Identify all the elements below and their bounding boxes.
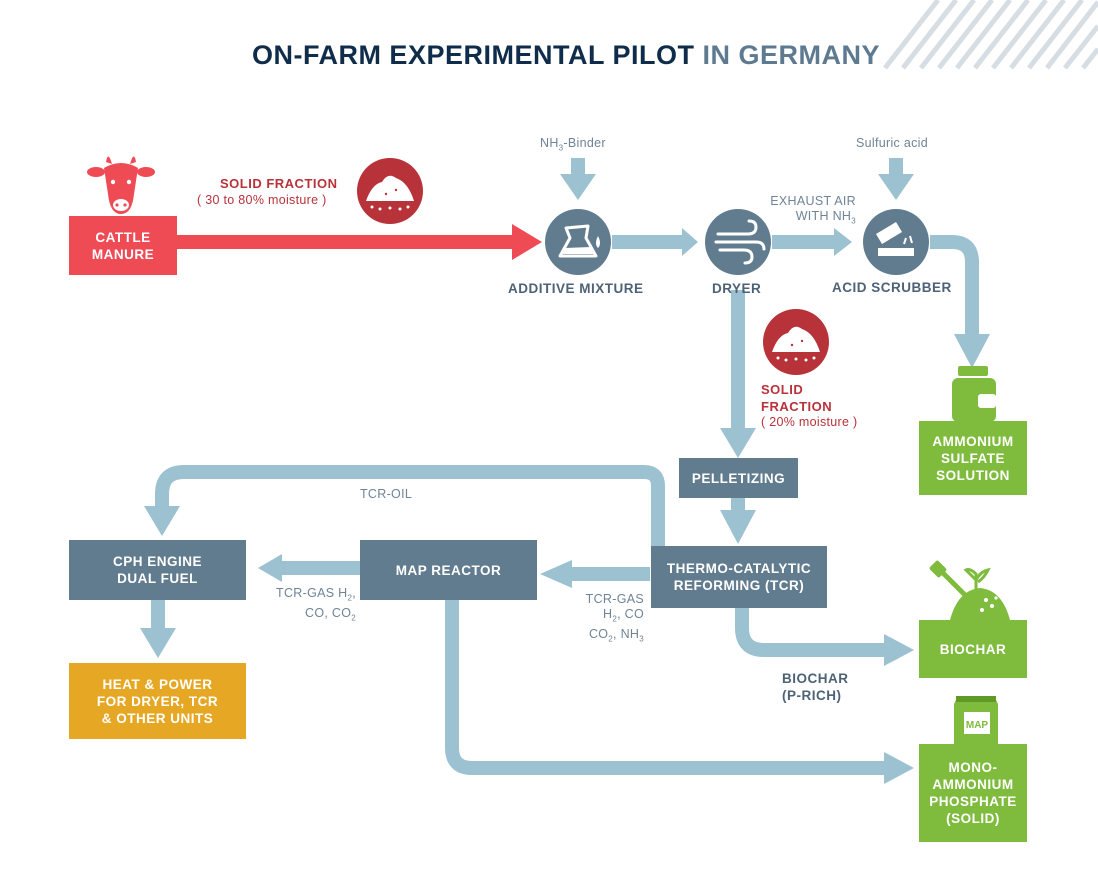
exhaust-air-line2-sub: 3 [851,216,856,226]
cattle-manure-box: CATTLE MANURE [69,216,177,275]
tcr-gas-right-line3-sub2: 3 [639,634,644,643]
page-title: ON-FARM EXPERIMENTAL PILOT IN GERMANY [0,40,880,71]
exhaust-air-label: EXHAUST AIR WITH NH3 [740,194,856,229]
exhaust-air-line1: EXHAUST AIR [770,194,856,208]
red-solid-fraction-arrow [176,224,542,260]
exhaust-air-line2: WITH NH3 [740,209,856,229]
solid-fraction-moisture: ( 30 to 80% moisture ) [197,193,327,207]
tcr-box: THERMO-CATALYTIC REFORMING (TCR) [651,546,827,608]
tcr-gas-right-line2-pre: H [603,607,613,621]
additive-mixture-label: ADDITIVE MIXTURE [508,281,644,296]
pipes [151,158,979,775]
tcr-gas-left-line1-pre: TCR-GAS H [276,586,348,600]
title-main: ON-FARM EXPERIMENTAL PILOT [251,40,695,70]
exhaust-air-line2-pre: WITH NH [795,209,852,223]
nh3-binder-sub: 3 [558,143,564,153]
tcr-gas-right-label: TCR-GAS H2, CO CO2, NH3 [560,592,644,646]
solid-fraction-2-label: SOLID FRACTION [761,382,833,414]
tcr-gas-right-line3: CO2, NH3 [560,627,644,647]
tcr-gas-right-line2-sub: 2 [612,614,618,624]
tcr-gas-left-line2-sub: 2 [351,613,356,622]
heat-power-box: HEAT & POWER FOR DRYER, TCR & OTHER UNIT… [69,663,246,739]
tcr-gas-left-line2-pre: CO, CO [305,605,352,620]
tcr-gas-left-line2: CO, CO2 [244,606,356,626]
cow-icon [87,156,155,214]
solid-fraction-label: SOLID FRACTION [220,176,338,191]
pipe-scrubber-to-sulfate [930,235,979,336]
ammonium-sulfate-box: AMMONIUM SULFATE SOLUTION [919,421,1027,495]
pipe-tcr-oil [155,465,665,546]
nh3-binder-pre: NH [540,136,559,150]
jar-icon [952,366,996,422]
map-reactor-box: MAP REACTOR [360,540,537,600]
nh3-binder-label: NH3-Binder [540,136,606,156]
nh3-binder-post: -Binder [563,136,606,150]
tcr-oil-label: TCR-OIL [360,487,413,501]
title-accent: IN GERMANY [702,40,880,70]
tcr-gas-left-line1-post: , [352,586,356,600]
tcr-gas-right-line1: TCR-GAS [585,592,644,606]
tcr-gas-right-line2: H2, CO [560,607,644,627]
pipe-tcr-to-biochar [735,608,886,657]
biochar-pile-icon [929,560,1010,620]
acid-scrubber-label: ACID SCRUBBER [832,280,952,295]
map-bag-label: MAP [966,720,989,731]
biochar-p-rich-label: BIOCHAR (P-RICH) [782,671,849,703]
sulfuric-acid-label: Sulfuric acid [856,136,928,150]
tcr-gas-right-line3-b: , NH [613,626,640,641]
decorative-stripes [883,0,1098,70]
dryer-label: DRYER [712,281,762,296]
cph-engine-box: CPH ENGINE DUAL FUEL [69,540,246,600]
acid-scrubber-icon [863,209,929,275]
wind-icon [705,209,771,275]
tcr-gas-right-line2-post: , CO [617,607,644,621]
tcr-gas-right-line3-a: CO [588,626,609,641]
tcr-gas-left-line1-sub: 2 [347,593,353,603]
pipe-arrowheads [140,174,990,784]
tcr-gas-left-label: TCR-GAS H2, CO, CO2 [244,586,356,625]
solid-fraction-icon-1 [357,158,423,224]
pipe-map-to-mapsolid [445,600,886,775]
biochar-box: BIOCHAR [919,620,1027,678]
flask-icon [545,209,611,275]
pelletizing-box: PELLETIZING [679,458,798,498]
solid-fraction-icon-2 [763,309,829,375]
solid-fraction-2-moisture: ( 20% moisture ) [761,415,858,429]
tcr-gas-left-line1: TCR-GAS H2, [244,586,356,606]
tcr-gas-right-line3-sub1: 2 [608,634,614,643]
map-solid-box: MONO- AMMONIUM PHOSPHATE (SOLID) [919,744,1027,842]
map-bag-icon: MAP [954,696,998,744]
